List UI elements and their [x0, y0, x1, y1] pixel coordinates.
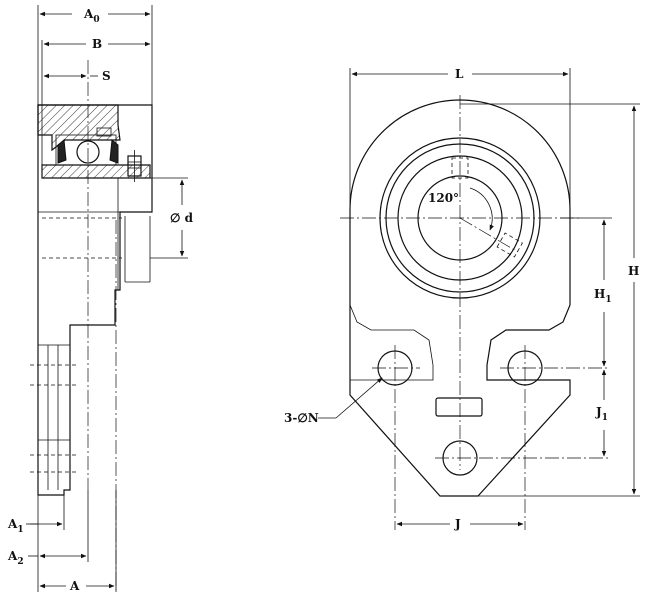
- svg-text:A2: A2: [7, 549, 24, 567]
- svg-text:S: S: [102, 69, 111, 83]
- side-view: [30, 5, 153, 592]
- svg-text:J: J: [454, 517, 461, 531]
- svg-text:A0: A0: [83, 7, 100, 25]
- svg-text:A: A: [69, 579, 80, 593]
- dimension-S: S: [43, 69, 111, 83]
- svg-text:A1: A1: [7, 517, 24, 535]
- dimension-L: L: [351, 67, 569, 81]
- svg-text:∅ d: ∅ d: [170, 211, 194, 225]
- dimension-J: J: [396, 517, 524, 531]
- dimension-A: A: [39, 579, 115, 593]
- svg-text:B: B: [92, 37, 102, 51]
- svg-text:3-∅N: 3-∅N: [284, 411, 319, 425]
- dimension-H1: H1: [594, 219, 612, 367]
- dimension-N: 3-∅N: [284, 377, 383, 425]
- dimension-B: B: [43, 37, 151, 51]
- dimension-A2: A2: [7, 549, 87, 567]
- front-view: 120°: [340, 68, 640, 530]
- dimension-H: H: [628, 105, 639, 495]
- svg-text:H: H: [628, 264, 639, 278]
- svg-text:120°: 120°: [428, 191, 459, 205]
- dimension-A0: A0: [39, 7, 151, 25]
- svg-text:J1: J1: [595, 405, 608, 423]
- dimension-J1: J1: [595, 369, 608, 457]
- svg-text:L: L: [455, 67, 464, 81]
- dimension-d: ∅ d: [150, 177, 194, 259]
- svg-text:H1: H1: [594, 287, 612, 305]
- dimension-A1: A1: [7, 517, 63, 535]
